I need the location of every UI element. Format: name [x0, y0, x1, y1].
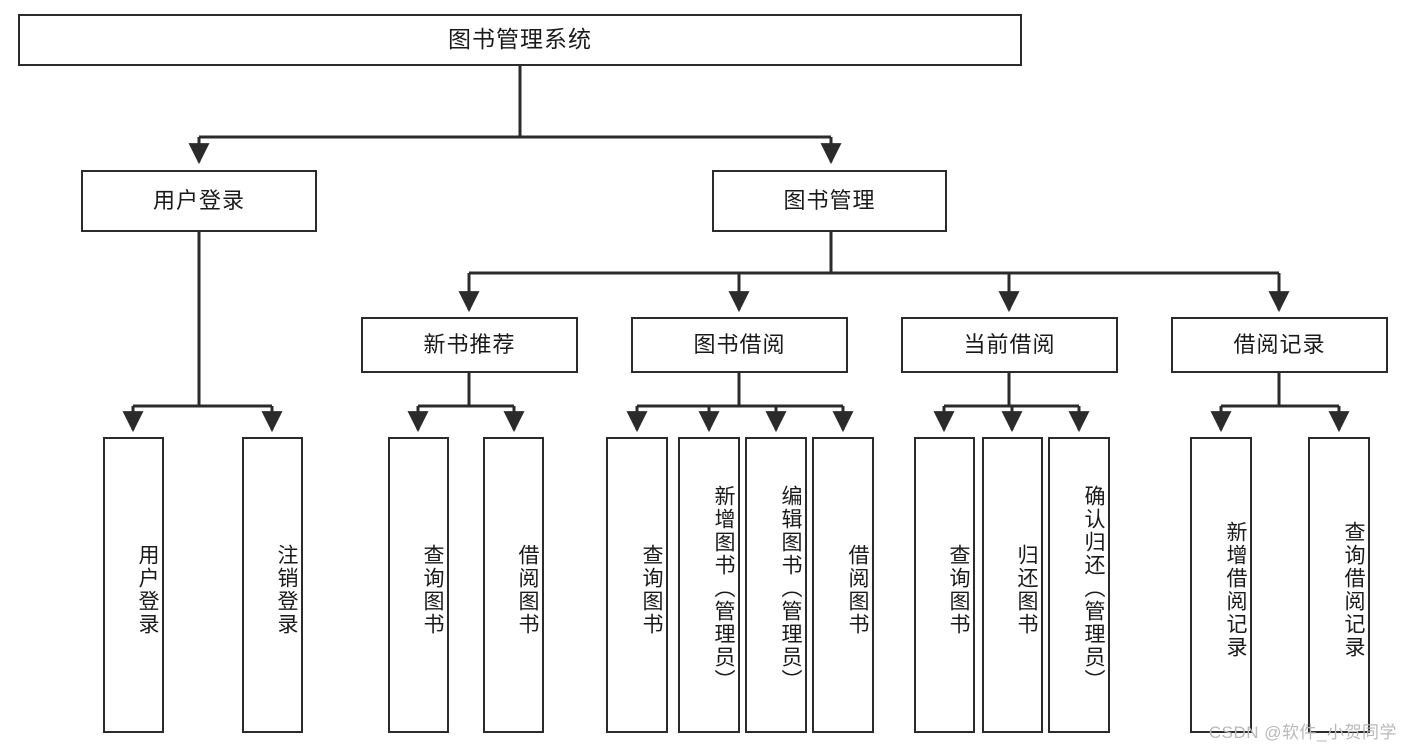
node-label: 查询图书 [421, 544, 444, 636]
leaf-edit-book-admin[interactable]: 编辑图书（管理员） [745, 437, 807, 733]
node-label: 用户登录 [136, 544, 159, 636]
node-user-login[interactable]: 用户登录 [81, 170, 317, 232]
node-label: 新书推荐 [423, 331, 516, 357]
node-label: 归还图书 [1015, 544, 1038, 636]
node-label: 查询借阅记录 [1342, 521, 1365, 659]
node-borrow-record[interactable]: 借阅记录 [1171, 317, 1388, 373]
node-label: 图书管理系统 [448, 26, 592, 53]
node-label: 图书管理 [783, 187, 876, 213]
node-label: 图书借阅 [693, 331, 786, 357]
leaf-borrow-books-borrow[interactable]: 借阅图书 [812, 437, 874, 733]
leaf-query-books-recommend[interactable]: 查询图书 [388, 437, 449, 733]
node-label: 借阅图书 [846, 544, 869, 636]
node-label: 用户登录 [152, 187, 245, 213]
leaf-user-login[interactable]: 用户登录 [103, 437, 164, 733]
node-label: 借阅记录 [1233, 331, 1326, 357]
leaf-return-books[interactable]: 归还图书 [982, 437, 1043, 733]
node-new-book-recommend[interactable]: 新书推荐 [361, 317, 578, 373]
node-label: 注销登录 [275, 544, 298, 636]
node-label: 查询图书 [640, 544, 663, 636]
leaf-query-books-borrow[interactable]: 查询图书 [606, 437, 668, 733]
leaf-query-borrow-record[interactable]: 查询借阅记录 [1308, 437, 1370, 733]
node-book-borrow[interactable]: 图书借阅 [631, 317, 848, 373]
leaf-confirm-return-admin[interactable]: 确认归还（管理员） [1048, 437, 1110, 733]
node-label: 编辑图书（管理员） [779, 484, 802, 692]
node-book-management[interactable]: 图书管理 [712, 170, 947, 232]
node-label: 新增借阅记录 [1224, 521, 1247, 659]
leaf-borrow-books-recommend[interactable]: 借阅图书 [483, 437, 544, 733]
leaf-query-books-current[interactable]: 查询图书 [914, 437, 975, 733]
node-label: 借阅图书 [516, 544, 539, 636]
node-label: 当前借阅 [963, 331, 1056, 357]
node-label: 新增图书（管理员） [712, 484, 735, 692]
node-root-system[interactable]: 图书管理系统 [18, 14, 1022, 66]
leaf-add-book-admin[interactable]: 新增图书（管理员） [678, 437, 740, 733]
leaf-add-borrow-record[interactable]: 新增借阅记录 [1190, 437, 1252, 733]
node-label: 确认归还（管理员） [1082, 484, 1105, 692]
node-label: 查询图书 [947, 544, 970, 636]
leaf-logout[interactable]: 注销登录 [242, 437, 303, 733]
node-current-borrow[interactable]: 当前借阅 [901, 317, 1118, 373]
